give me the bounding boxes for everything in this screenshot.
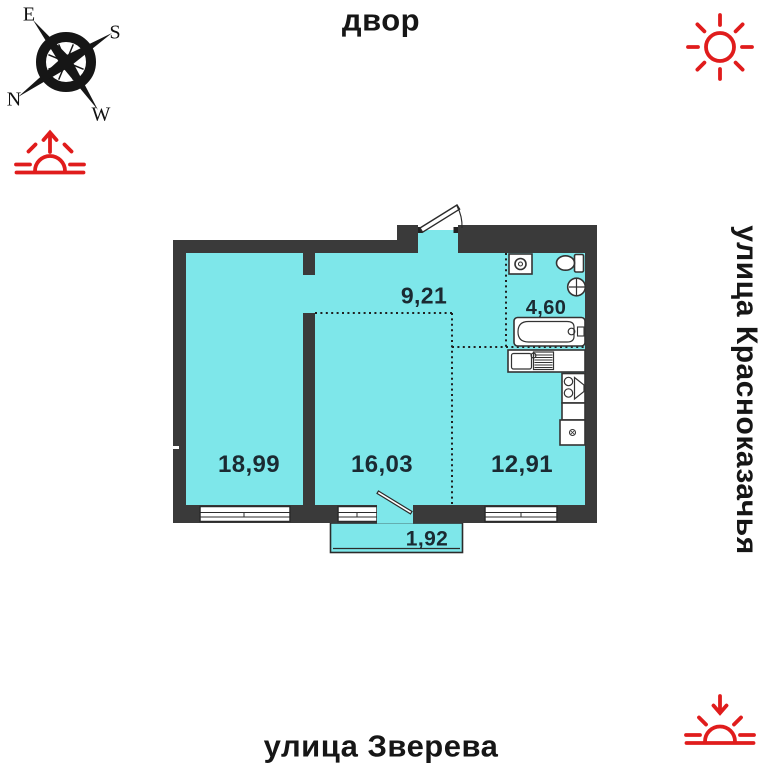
entrance-door-swing-arc <box>456 205 463 229</box>
kitchen-fixtures <box>507 349 586 446</box>
window-kitchen <box>484 505 558 523</box>
balcony-door <box>376 490 413 524</box>
compass-letter-n: N <box>6 88 22 111</box>
compass-letter-e: E <box>22 3 36 26</box>
inner-wall <box>303 313 315 505</box>
bathtub-icon <box>513 316 586 347</box>
top-wall-left <box>173 240 400 253</box>
inner-wall-stub <box>303 253 315 275</box>
sunrise-icon <box>14 129 86 175</box>
dotted-partitions <box>315 253 585 505</box>
compass-letter-w: W <box>91 103 111 126</box>
sunrise-rays <box>26 142 74 154</box>
left-wall <box>173 240 186 523</box>
compass-needle-ns <box>18 33 112 97</box>
street-krasnokazachya-label: улица Красноказачья <box>730 225 763 555</box>
compass-rose-icon <box>18 20 112 110</box>
right-wall <box>585 225 597 523</box>
sunrise-sun-half <box>33 154 67 173</box>
stove-icon <box>561 372 586 404</box>
windows <box>199 505 558 523</box>
room-area-living: 18,99 <box>217 451 281 478</box>
courtyard-label: двор <box>341 2 421 38</box>
street-zvereva-label: улица Зверева <box>263 728 499 764</box>
counter-cell <box>561 402 586 421</box>
window-living <box>199 505 291 523</box>
compass-letter-s: S <box>109 21 121 44</box>
sunset-sun-half <box>703 724 737 744</box>
entrance-door <box>418 204 463 234</box>
sunset-icon <box>684 694 756 745</box>
top-wall-right <box>458 225 597 253</box>
balcony-door-leaf <box>376 490 413 515</box>
room-area-hallway: 9,21 <box>400 282 448 309</box>
sunset-arrow-head <box>711 703 729 716</box>
window-bedroom <box>337 505 378 523</box>
sunrise-arrow-head <box>41 129 59 142</box>
fridge-icon <box>559 419 586 446</box>
sun-rays <box>686 13 754 81</box>
washbasin-icon <box>566 277 587 297</box>
toilet-icon <box>555 253 585 273</box>
room-area-balcony: 1,92 <box>405 527 449 551</box>
bathroom-fixtures <box>508 253 587 347</box>
room-area-kitchen: 12,91 <box>490 451 554 478</box>
sun-icon <box>686 13 754 81</box>
kitchen-sink-icon <box>507 349 586 373</box>
wall-joint-mark <box>173 446 179 449</box>
entrance-door-leaf <box>419 204 461 234</box>
entrance-jamb-left <box>397 225 418 253</box>
apartment-floor <box>186 230 585 505</box>
entrance-recess <box>418 230 458 254</box>
room-area-bathroom: 4,60 <box>525 297 567 319</box>
sunset-rays <box>697 715 743 727</box>
room-area-bedroom: 16,03 <box>350 451 414 478</box>
washing-machine-icon <box>508 253 533 275</box>
